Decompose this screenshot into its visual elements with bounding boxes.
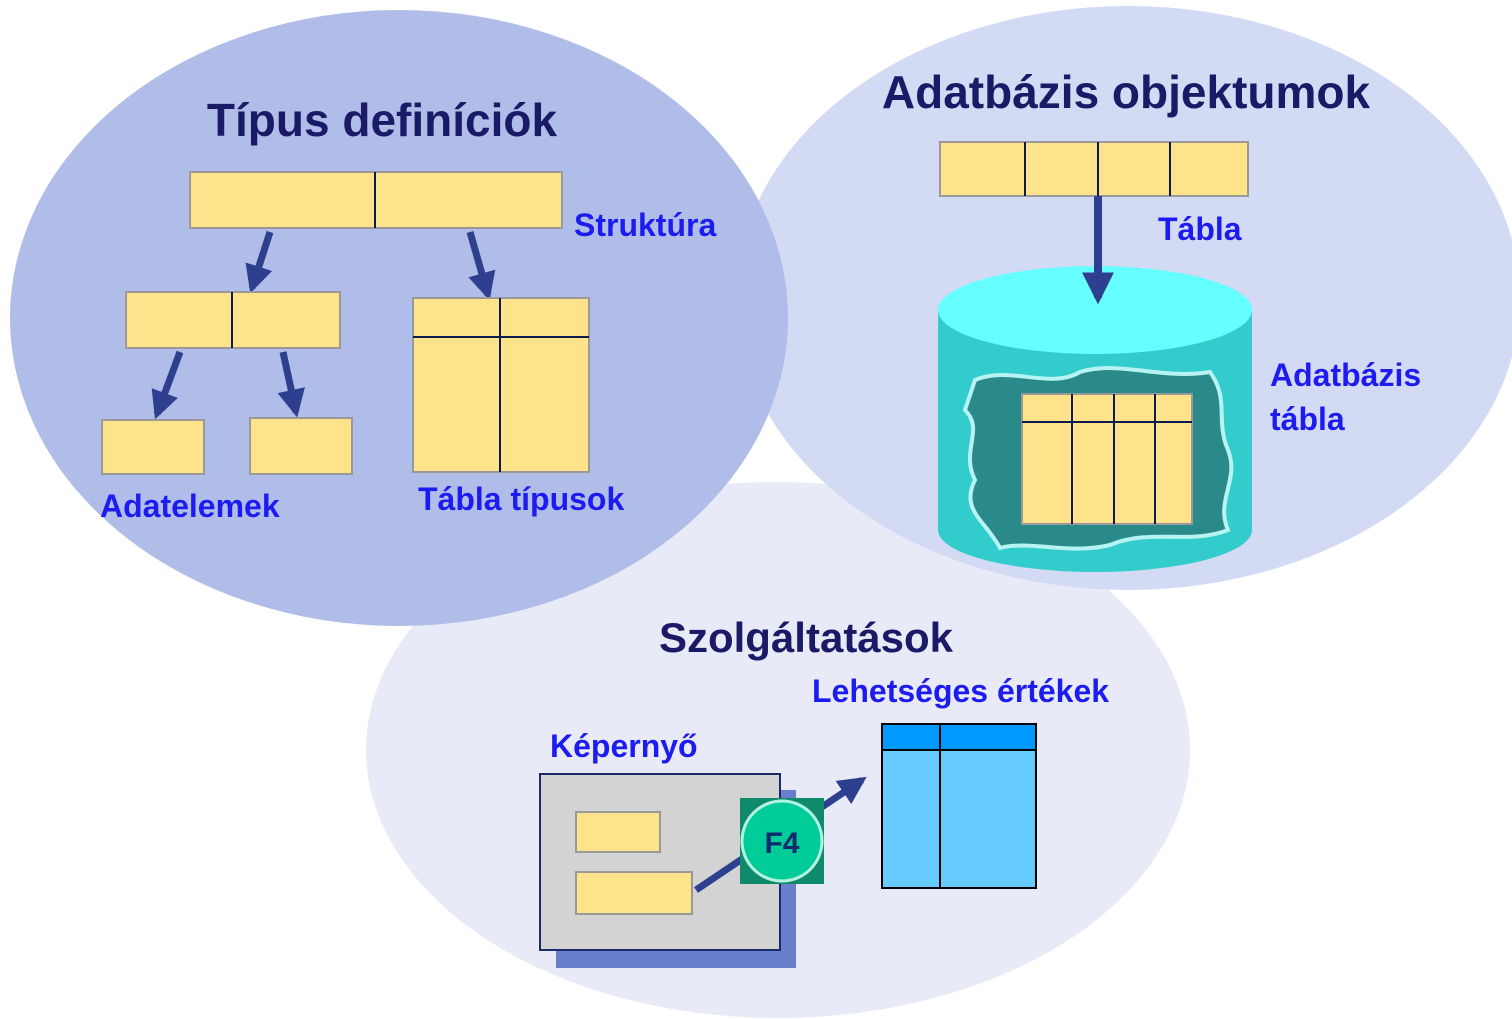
possible-values-label: Lehetséges értékek: [812, 673, 1109, 709]
structure-to-table-type-arrow: [466, 231, 496, 301]
database-table-box: [1021, 393, 1193, 525]
data-element-box-2: [249, 417, 353, 475]
data-elements-label: Adatelemek: [100, 488, 280, 524]
structure-box: [189, 171, 563, 229]
f4-key-icon: [740, 798, 824, 884]
structure-to-substructure-arrow: [245, 230, 274, 294]
database-objects-title: Adatbázis objektumok: [882, 66, 1371, 118]
table-types-label: Tábla típusok: [418, 481, 624, 517]
substructure-to-element2-arrow: [277, 351, 305, 418]
screen-label: Képernyő: [550, 728, 698, 764]
data-element-box-1: [101, 419, 205, 475]
database-table-label-line2: tábla: [1270, 401, 1345, 437]
substructure-to-element1-arrow: [151, 350, 184, 420]
type-definitions-title: Típus definíciók: [207, 94, 558, 146]
transparent-table-box: [939, 141, 1249, 197]
services-title: Szolgáltatások: [659, 614, 954, 661]
substructure-box: [125, 291, 341, 349]
field-to-f4-connector: [694, 852, 750, 893]
possible-values-list: [881, 723, 1037, 889]
database-table-label-line1: Adatbázis: [1270, 357, 1421, 393]
table-type-box: [412, 297, 590, 473]
structure-label: Struktúra: [574, 207, 716, 243]
f4-key-label: F4: [764, 827, 799, 860]
table-label: Tábla: [1158, 211, 1242, 247]
